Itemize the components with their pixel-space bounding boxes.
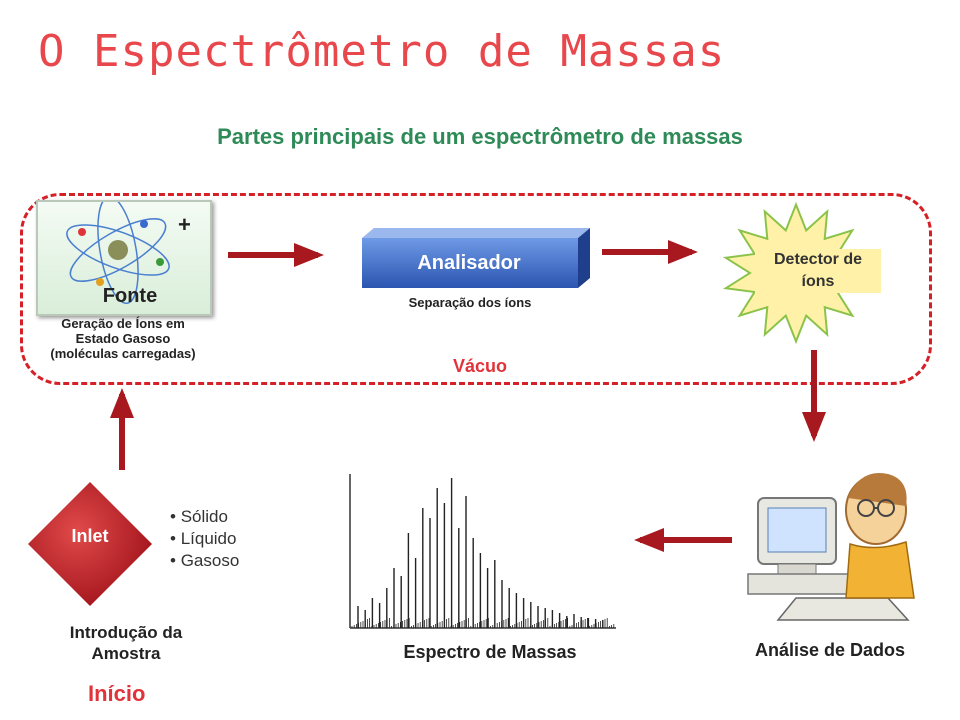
detector-label: Detector de íons <box>755 249 881 293</box>
inlet-label: Inlet <box>71 526 109 546</box>
inlet-diamond <box>28 482 152 606</box>
mass-spectrum-label: Espectro de Massas <box>403 642 577 662</box>
mass-spectrum-illustration <box>349 474 616 629</box>
start-label: Início <box>88 681 146 706</box>
sample-state: Sólido <box>180 507 228 526</box>
analyzer-caption: Separação dos íons <box>408 295 532 310</box>
page-title: O Espectrômetro de Massas <box>38 26 726 77</box>
sample-introduction-line: Amostra <box>91 644 161 663</box>
detector-label-line: Detector de <box>773 251 863 268</box>
list-item: • Gasoso <box>170 551 240 570</box>
analyzer-label: Analisador <box>417 252 521 274</box>
positive-charge-symbol: + <box>178 212 191 237</box>
list-item: • Líquido <box>170 529 237 548</box>
analyzer-block <box>362 228 590 288</box>
vacuum-label: Vácuo <box>452 356 508 376</box>
list-item: • Sólido <box>170 507 228 526</box>
sample-state: Gasoso <box>180 551 240 570</box>
data-analysis-label: Análise de Dados <box>754 640 906 660</box>
ion-source-description-line: Estado Gasoso <box>75 331 171 346</box>
sample-introduction-line: Introdução da <box>69 623 183 642</box>
vacuum-region <box>20 193 932 385</box>
ion-source-description-line: Geração de Íons em <box>61 316 185 331</box>
sample-state: Líquido <box>180 529 237 548</box>
ion-source-card <box>36 195 212 316</box>
detector-label-line: íons <box>801 273 835 290</box>
ion-source-description: Geração de Íons em Estado Gasoso (molécu… <box>28 316 218 361</box>
sample-state-list: • Sólido • Líquido • Gasoso <box>170 506 239 572</box>
diagram-subtitle: Partes principais de um espectrômetro de… <box>217 124 743 149</box>
data-analysis-illustration <box>747 473 915 621</box>
ion-source-description-line: (moléculas carregadas) <box>50 346 196 361</box>
ion-source-label: Fonte <box>102 285 158 307</box>
sample-introduction-label: Introdução da Amostra <box>40 622 212 664</box>
